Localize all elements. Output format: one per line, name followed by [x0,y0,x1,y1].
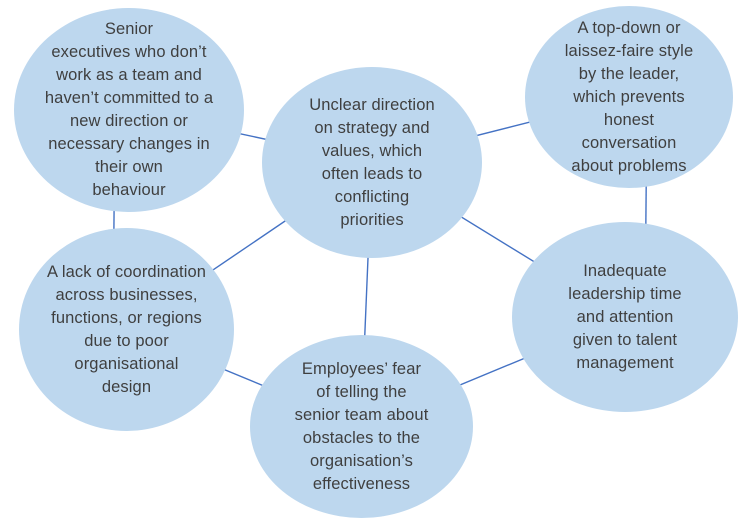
node-top-down-style-text: A top-down or laissez-faire style by the… [564,18,694,175]
node-unclear-direction-text: Unclear direction on strategy and values… [309,95,435,229]
node-inadequate-leadership-time-text: Inadequate leadership time and attention… [568,261,682,372]
node-unclear-direction: Unclear direction on strategy and values… [262,67,482,258]
node-lack-of-coordination: A lack of coordination across businesses… [19,228,234,431]
node-employees-fear-text: Employees’ fear of telling the senior te… [294,359,429,493]
node-employees-fear: Employees’ fear of telling the senior te… [250,335,473,518]
node-top-down-style: A top-down or laissez-faire style by the… [525,6,733,188]
node-senior-executives-text: Senior executives who don’t work as a te… [44,20,214,199]
node-senior-executives: Senior executives who don’t work as a te… [14,8,244,212]
node-lack-of-coordination-text: A lack of coordination across businesses… [46,262,207,396]
node-inadequate-leadership-time: Inadequate leadership time and attention… [512,222,738,412]
